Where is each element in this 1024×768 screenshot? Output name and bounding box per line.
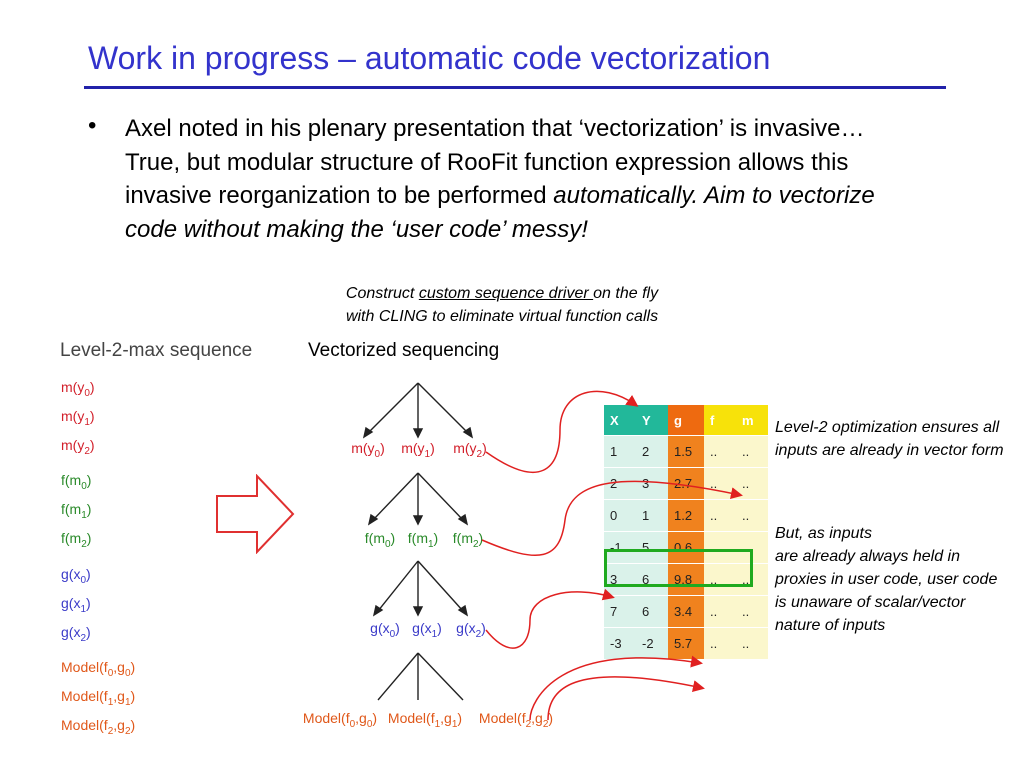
sequence-f-item-0: f(m0) <box>61 472 92 492</box>
sequence-model-list: Model(f0,g0) Model(f1,g1) Model(f2,g2) <box>61 656 135 742</box>
note-proxies: But, as inputs are already always held i… <box>775 522 1010 637</box>
table-cell: 9.8 <box>668 563 704 596</box>
table-cell: .. <box>736 595 768 628</box>
sequence-m-item-1: m(y1) <box>61 407 95 428</box>
table-header-g: g <box>668 405 704 436</box>
construct-pre: Construct <box>345 285 419 302</box>
table-cell: .. <box>704 563 736 596</box>
table-cell: 1 <box>604 435 636 468</box>
table-cell: 0 <box>604 499 636 532</box>
bullet-text: Axel noted in his plenary presentation t… <box>125 112 925 246</box>
table-cell: 1.2 <box>668 499 704 532</box>
sequence-g-item-1: g(x1) <box>61 594 91 615</box>
table-cell: .. <box>736 467 768 500</box>
table-cell: -3 <box>604 627 636 659</box>
construct-link: custom sequence driver <box>418 285 594 302</box>
table-cell: 3 <box>636 467 668 500</box>
table-cell: .. <box>704 595 736 628</box>
tree-label-g-0: g(x0) <box>370 620 400 640</box>
sequence-model-item-0: Model(f0,g0) <box>61 659 136 679</box>
sequence-m-item-0: m(y0) <box>61 379 95 399</box>
table-header-m: m <box>736 405 768 436</box>
tree-label-f-0: f(m0) <box>365 530 395 550</box>
table-cell: .. <box>704 499 736 532</box>
table-cell: 2 <box>604 467 636 500</box>
table-cell: .. <box>736 435 768 468</box>
sequence-m-list: m(y0) m(y1) m(y2) <box>61 376 95 462</box>
note-proxies-line1: But, as inputs <box>775 525 872 542</box>
tree-label-g-1: g(x1) <box>412 620 442 640</box>
tree-label-m-2: m(y2) <box>453 440 487 460</box>
tree-label-f-1: f(m1) <box>408 530 438 550</box>
table-cell: .. <box>704 435 736 468</box>
tree-label-m-0: m(y0) <box>351 440 385 460</box>
sequence-model-item-1: Model(f1,g1) <box>61 687 136 708</box>
table-header-x: X <box>604 405 636 436</box>
sequence-g-item-2: g(x2) <box>61 623 91 644</box>
highlighted-row-box <box>604 549 753 587</box>
note-level2: Level-2 optimization ensures all inputs … <box>775 419 1004 459</box>
table-cell: 3.4 <box>668 595 704 628</box>
slide-title: Work in progress – automatic code vector… <box>88 40 771 76</box>
table-cell: .. <box>704 467 736 500</box>
title-rule <box>84 86 946 89</box>
table-cell: 1 <box>636 499 668 532</box>
table-cell: .. <box>736 627 768 659</box>
sequence-g-item-0: g(x0) <box>61 566 91 586</box>
right-arrow-icon <box>216 474 295 554</box>
sequence-g-list: g(x0) g(x1) g(x2) <box>61 563 91 649</box>
sequence-f-list: f(m0) f(m1) f(m2) <box>61 469 91 555</box>
tree-label-model-0: Model(f0,g0) <box>303 710 377 730</box>
sequence-model-item-2: Model(f2,g2) <box>61 716 136 737</box>
vectorized-title: Vectorized sequencing <box>308 340 500 361</box>
construct-line2: with CLING to eliminate virtual function… <box>345 308 659 325</box>
bullet-marker: • <box>88 112 97 139</box>
sequence-m-item-2: m(y2) <box>61 436 95 457</box>
vectorized-tree: m(y0) m(y1) m(y2) f(m0) f(m1) f(m2) g(x0) g(x… <box>303 382 553 730</box>
table-cell: .. <box>736 499 768 532</box>
sequence-f-item-2: f(m2) <box>61 529 92 550</box>
table-cell: .. <box>704 627 736 659</box>
tree-label-f-2: f(m2) <box>453 530 483 550</box>
sequence-title: Level-2-max sequence <box>60 340 253 361</box>
table-cell: 7 <box>604 595 636 628</box>
construct-post: on the fly <box>593 285 659 302</box>
tree-label-model-2: Model(f2,g2) <box>479 710 553 730</box>
table-cell: 5.7 <box>668 627 704 659</box>
tree-label-g-2: g(x2) <box>456 620 486 640</box>
bullet-text-plain: Axel noted in his plenary presentation t… <box>125 115 865 209</box>
table-header-f: f <box>704 405 736 436</box>
note-proxies-rest: are already always held in proxies in us… <box>775 548 998 634</box>
sequence-f-item-1: f(m1) <box>61 500 92 521</box>
table-header-y: Y <box>636 405 668 436</box>
construct-note: Construct custom sequence driver on the … <box>292 282 712 328</box>
table-cell: 1.5 <box>668 435 704 468</box>
table-cell: 6 <box>636 563 668 596</box>
bullet-text-italic: automatically. Aim to vectorize code wit… <box>125 182 875 243</box>
table-cell: -2 <box>636 627 668 659</box>
table-cell: 6 <box>636 595 668 628</box>
tree-label-model-1: Model(f1,g1) <box>388 710 462 730</box>
tree-label-m-1: m(y1) <box>401 440 435 460</box>
table-cell: 2 <box>636 435 668 468</box>
table-cell: 2.7 <box>668 467 704 500</box>
